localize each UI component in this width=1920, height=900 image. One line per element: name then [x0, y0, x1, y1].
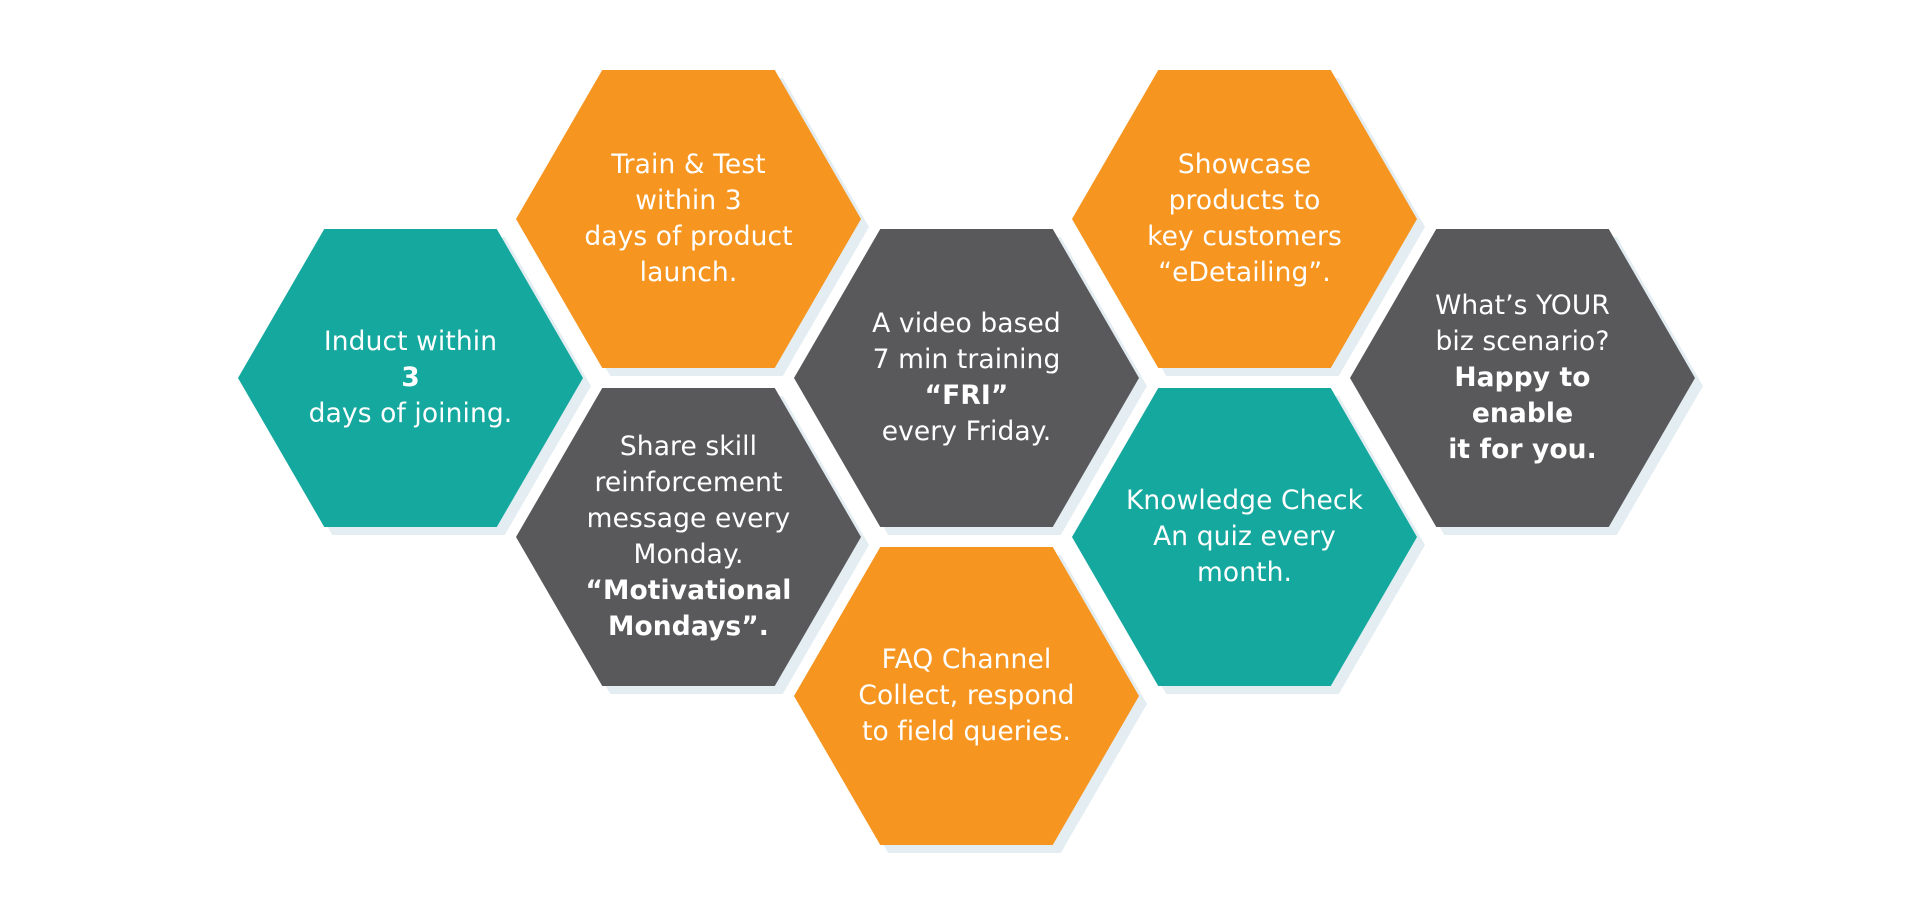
hex-line: 7 min training [872, 344, 1061, 375]
hex-video-training-text: A video based 7 min training “FRI” every… [847, 306, 1087, 450]
hex-line: every Friday. [881, 416, 1052, 447]
hex-line: Collect, respond [858, 680, 1075, 711]
hex-line: reinforcement [594, 467, 783, 498]
hex-line: Happy to enable [1454, 362, 1591, 429]
hex-train-test-text: Train & Test within 3 days of product la… [569, 147, 809, 291]
hex-line: biz scenario? [1435, 326, 1610, 357]
hex-line: launch. [639, 257, 738, 288]
hex-line: “Motivational [585, 575, 792, 606]
hex-share-skill-text: Share skill reinforcement message every … [569, 429, 809, 645]
hex-faq-channel: FAQ Channel Collect, respond to field qu… [794, 547, 1139, 845]
hex-line: products to [1168, 185, 1321, 216]
hex-knowledge-check-text: Knowledge Check An quiz every month. [1125, 483, 1365, 591]
hex-line: A video based [872, 308, 1061, 339]
hex-line: Mondays”. [608, 611, 769, 642]
hex-line: Knowledge Check [1125, 485, 1364, 516]
hex-line: days of product [584, 221, 793, 252]
hex-line: month. [1196, 557, 1293, 588]
hex-line: What’s YOUR [1435, 290, 1610, 321]
hex-line: “eDetailing”. [1158, 257, 1331, 288]
hex-line: Monday. [633, 539, 744, 570]
hex-line: Share skill [619, 431, 758, 462]
hex-line: 3 [401, 362, 420, 393]
hex-line: to field queries. [861, 716, 1072, 747]
hex-your-scenario-text: What’s YOUR biz scenario? Happy to enabl… [1403, 288, 1643, 468]
hex-line: FAQ Channel [881, 644, 1052, 675]
hex-line: An quiz every [1153, 521, 1336, 552]
hex-line: it for you. [1448, 434, 1597, 465]
hex-showcase-text: Showcase products to key customers “eDet… [1125, 147, 1365, 291]
hex-line: “FRI” [924, 380, 1009, 411]
hex-line: Induct within [323, 326, 498, 357]
hex-line: message every [586, 503, 791, 534]
hex-line: days of joining. [308, 398, 513, 429]
hex-line: Train & Test [611, 149, 766, 180]
hex-line: Showcase [1177, 149, 1312, 180]
hex-line: key customers [1147, 221, 1342, 252]
hex-faq-channel-text: FAQ Channel Collect, respond to field qu… [847, 642, 1087, 750]
hex-line: within 3 [635, 185, 742, 216]
hex-induct-text: Induct within 3 days of joining. [291, 324, 531, 432]
